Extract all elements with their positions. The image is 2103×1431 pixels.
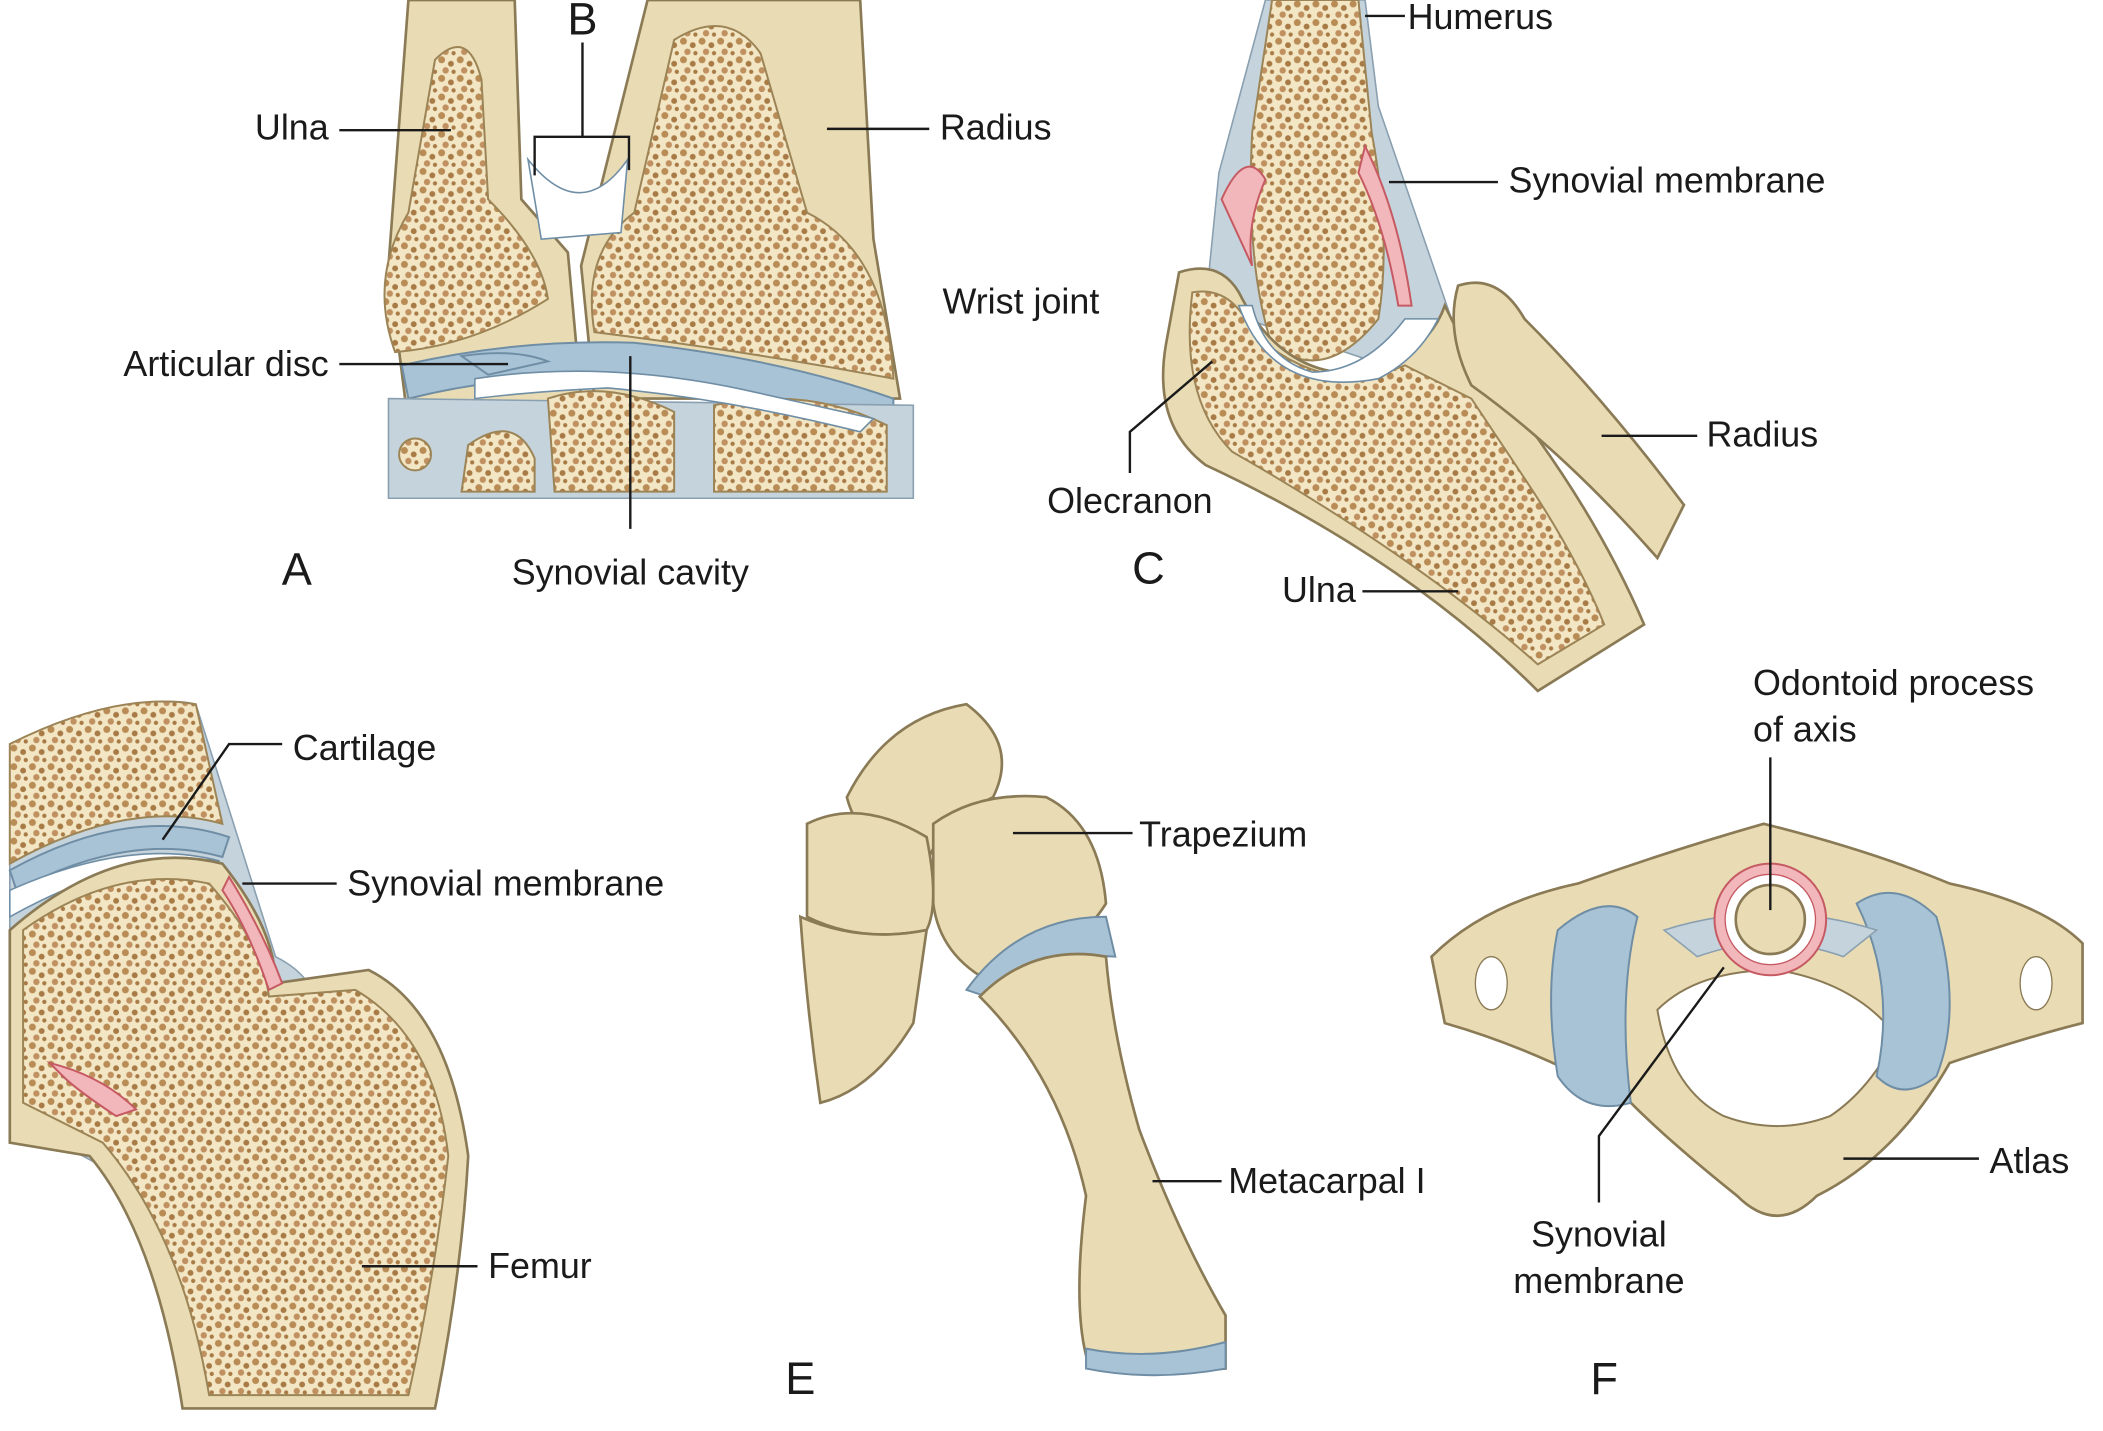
panel-d-hip-joint [8,700,470,1410]
leader-olecranon [1128,360,1214,474]
label-odontoid-line2: of axis [1753,709,1857,749]
label-radius-a: Radius [940,108,1052,148]
panel-c-elbow-joint [1161,0,1686,693]
label-ulna-c: Ulna [1282,570,1356,610]
label-synovial-membrane-d: Synovial membrane [347,864,664,904]
label-articular-disc: Articular disc [123,344,328,384]
panel-e-carpometacarpal-joint [798,702,1227,1377]
label-synovial-membrane-c: Synovial membrane [1509,161,1826,201]
label-b: B [567,0,597,45]
label-synovial-line1: Synovial [1531,1214,1667,1254]
label-metacarpal: Metacarpal I [1228,1161,1425,1201]
leader-b-bracket [533,42,631,176]
panel-a-wrist-joint [383,0,915,500]
panel-letter-a: A [282,544,313,595]
label-olecranon: Olecranon [1047,481,1212,521]
label-humerus: Humerus [1408,0,1553,37]
label-femur: Femur [488,1246,592,1286]
leader-cartilage [161,742,283,841]
label-trapezium: Trapezium [1139,814,1307,854]
panel-letter-c: C [1132,542,1165,593]
label-radius-c: Radius [1707,414,1819,454]
label-odontoid-line1: Odontoid process [1753,663,2034,703]
panel-f-atlantoaxial-joint [1430,822,2084,1217]
panel-letter-f: F [1590,1353,1618,1404]
label-atlas: Atlas [1990,1141,2070,1181]
label-wrist-joint: Wrist joint [943,282,1100,322]
label-ulna-a: Ulna [255,108,329,148]
label-synovial-line2: membrane [1513,1261,1684,1301]
label-cartilage: Cartilage [293,728,437,768]
panel-letter-e: E [785,1353,815,1404]
label-synovial-cavity: Synovial cavity [512,553,749,593]
leader-synovial-membrane-f [1597,966,1725,1203]
